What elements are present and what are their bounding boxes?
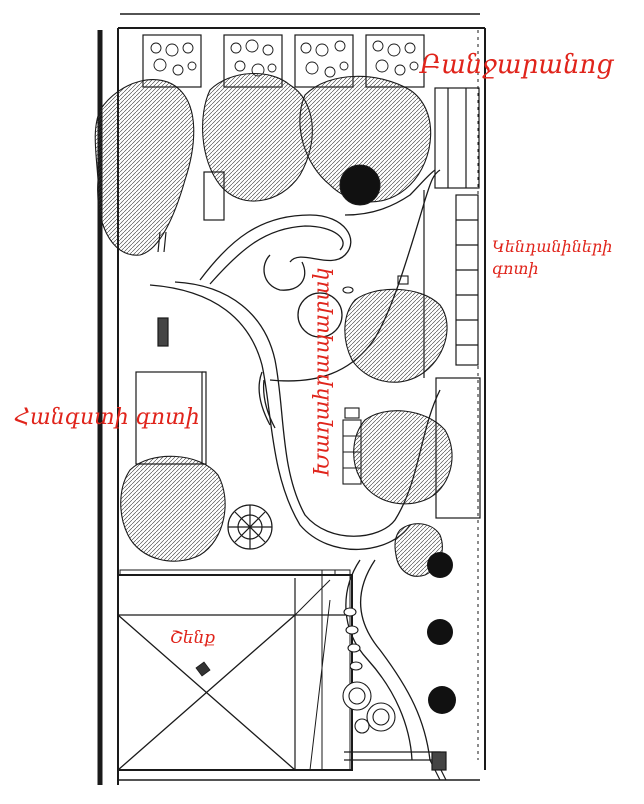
animal-zone-label-line1: Կենդանիների bbox=[492, 237, 613, 256]
playground-label: Խաղահրապարակ bbox=[309, 267, 334, 477]
rest-zone-furniture bbox=[135, 171, 273, 550]
animal-zone-label: Կենդանիների գոտի bbox=[492, 236, 612, 279]
stepping-stones bbox=[342, 607, 396, 734]
vegetable-beds bbox=[142, 34, 425, 88]
building bbox=[117, 569, 353, 771]
dark-shrubs bbox=[427, 552, 456, 714]
playground-equipment bbox=[342, 275, 409, 485]
animal-zone-label-line2: գոտի bbox=[492, 258, 539, 278]
building-label: Շենք bbox=[170, 628, 216, 648]
vegetable-garden-label: Բանջարանոց bbox=[420, 50, 614, 80]
rest-zone-label: Հանգստի գոտի bbox=[14, 405, 200, 430]
gate bbox=[344, 751, 447, 781]
trees bbox=[94, 73, 453, 577]
